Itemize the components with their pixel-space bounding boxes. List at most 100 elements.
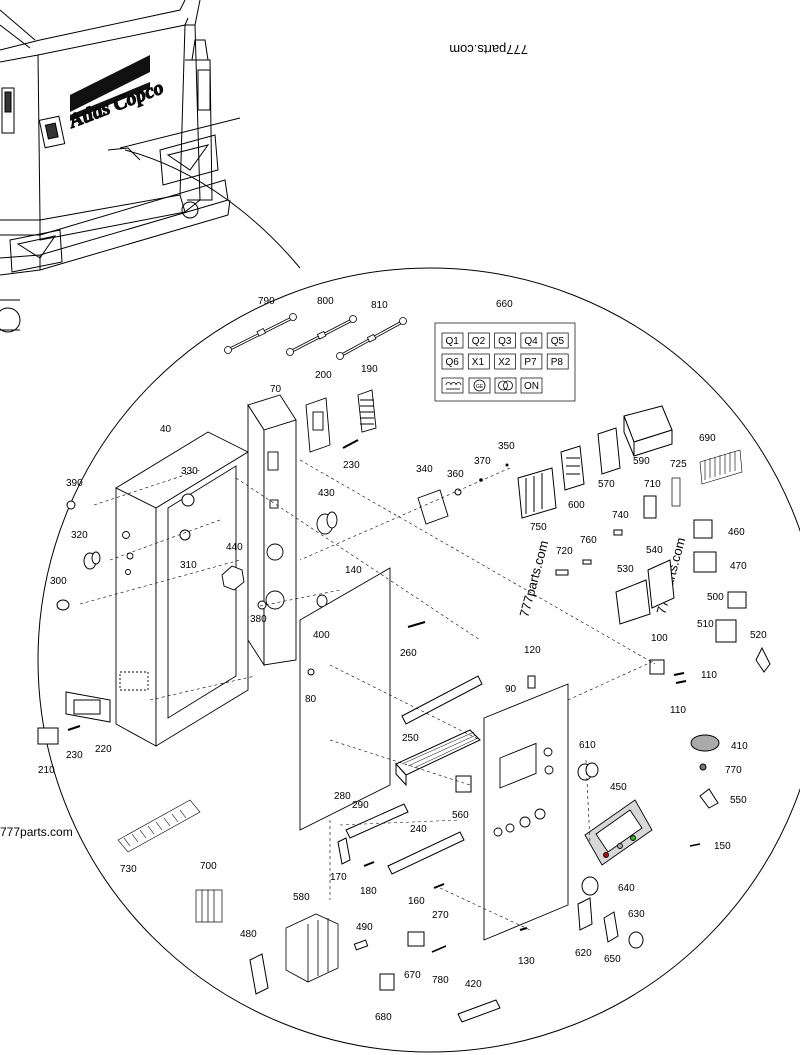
block-500: [727, 591, 747, 609]
part-label-130: 130: [518, 956, 535, 967]
part-label-190: 190: [361, 364, 378, 375]
stud-80: [307, 668, 315, 676]
holder-680: [379, 973, 395, 991]
part-label-360: 360: [447, 469, 464, 480]
part-label-330: 330: [181, 466, 198, 477]
ge-symbol-text: GE: [476, 384, 484, 390]
part-label-770: 770: [725, 765, 742, 776]
part-label-600: 600: [568, 500, 585, 511]
rail-420: [457, 999, 501, 1023]
bracket-290: [345, 803, 409, 839]
legend-cell-label: Q3: [498, 336, 512, 347]
part-label-260: 260: [400, 648, 417, 659]
part-label-420: 420: [465, 979, 482, 990]
ge-symbol-icon: [473, 379, 486, 392]
part-label-200: 200: [315, 370, 332, 381]
legend-cell: [494, 332, 516, 349]
screw-110a: [673, 672, 685, 676]
part-label-670: 670: [404, 970, 421, 981]
legend-cell-label: X1: [472, 357, 485, 368]
part-label-400: 400: [313, 630, 330, 641]
part-label-410: 410: [731, 741, 748, 752]
connector-190: [357, 389, 377, 433]
bolt-270: [433, 883, 445, 889]
watermark-mid: 777parts.com: [516, 539, 551, 619]
part-label-790: 790: [258, 296, 275, 307]
generator-illustration: . Atlas Copco: [0, 0, 241, 333]
nut-380: [257, 600, 267, 610]
gland-320: [83, 551, 101, 570]
gland-430: [316, 511, 338, 535]
part-label-170: 170: [330, 872, 347, 883]
terminal-700: [195, 889, 223, 923]
watermark-left: 777parts.com: [0, 825, 73, 839]
part-label-550: 550: [730, 795, 747, 806]
part-label-90: 90: [505, 684, 517, 695]
cable-790: [224, 313, 297, 354]
part-label-800: 800: [317, 296, 334, 307]
relay-460: [693, 519, 713, 539]
coil-symbol-icon: [445, 382, 462, 390]
legend-cell: [546, 332, 569, 349]
part-label-150: 150: [714, 841, 731, 852]
part-label-480: 480: [240, 929, 257, 940]
block-540: [647, 559, 675, 609]
part-label-700: 700: [200, 861, 217, 872]
plate-340: [417, 489, 449, 525]
part-label-650: 650: [604, 954, 621, 965]
rail-240: [387, 831, 465, 875]
part-label-340: 340: [416, 464, 433, 475]
part-label-810: 810: [371, 300, 388, 311]
connector-210: [37, 727, 59, 745]
clip-120: [527, 675, 536, 689]
part-label-390: 390: [66, 478, 83, 489]
part-label-680: 680: [375, 1012, 392, 1023]
part-label-180: 180: [360, 886, 377, 897]
cable-810: [336, 317, 407, 360]
part-label-430: 430: [318, 488, 335, 499]
part-label-110b: 110: [670, 705, 686, 716]
bracket-100: [649, 659, 665, 675]
part-label-380: 380: [250, 614, 267, 625]
part-label-350: 350: [498, 441, 515, 452]
part-label-310: 310: [180, 560, 197, 571]
legend-cell-label: Q1: [446, 336, 460, 347]
frontpanel-90: [483, 683, 569, 941]
part-label-490: 490: [356, 922, 373, 933]
part-710: [643, 495, 657, 519]
part-label-120: 120: [524, 645, 541, 656]
bracket-170: [337, 837, 351, 865]
part-label-760: 760: [580, 535, 597, 546]
panel-70: [247, 394, 297, 667]
part-label-730: 730: [120, 864, 137, 875]
bolt-350: [505, 463, 509, 467]
lamp-640: [581, 876, 599, 896]
legend-cell: [520, 332, 543, 349]
pad-410: [690, 734, 720, 752]
nut-330: [181, 493, 195, 507]
transformer-symbol-icon: [498, 380, 513, 391]
part-label-510: 510: [697, 619, 714, 630]
fuse-490: [353, 939, 369, 951]
part-label-520: 520: [750, 630, 767, 641]
part-label-140: 140: [345, 565, 362, 576]
nut-310: [179, 529, 191, 541]
part-label-710: 710: [644, 479, 661, 490]
knob-610: [577, 762, 599, 781]
part-label-230a: 230: [343, 460, 360, 471]
part-label-250: 250: [402, 733, 419, 744]
part-520: [755, 646, 771, 673]
part-label-230b: 230: [66, 750, 83, 761]
plug-390: [66, 500, 76, 510]
part-label-100: 100: [651, 633, 668, 644]
part-label-580: 580: [293, 892, 310, 903]
part-label-610: 610: [579, 740, 596, 751]
part-label-740: 740: [612, 510, 629, 521]
part-480: [249, 953, 269, 995]
screw-230-top: [342, 439, 359, 449]
legend-on-label: ON: [524, 381, 539, 392]
terminal-strip-730: [117, 799, 201, 853]
part-label-780: 780: [432, 975, 449, 986]
bracket-200: [305, 397, 331, 453]
